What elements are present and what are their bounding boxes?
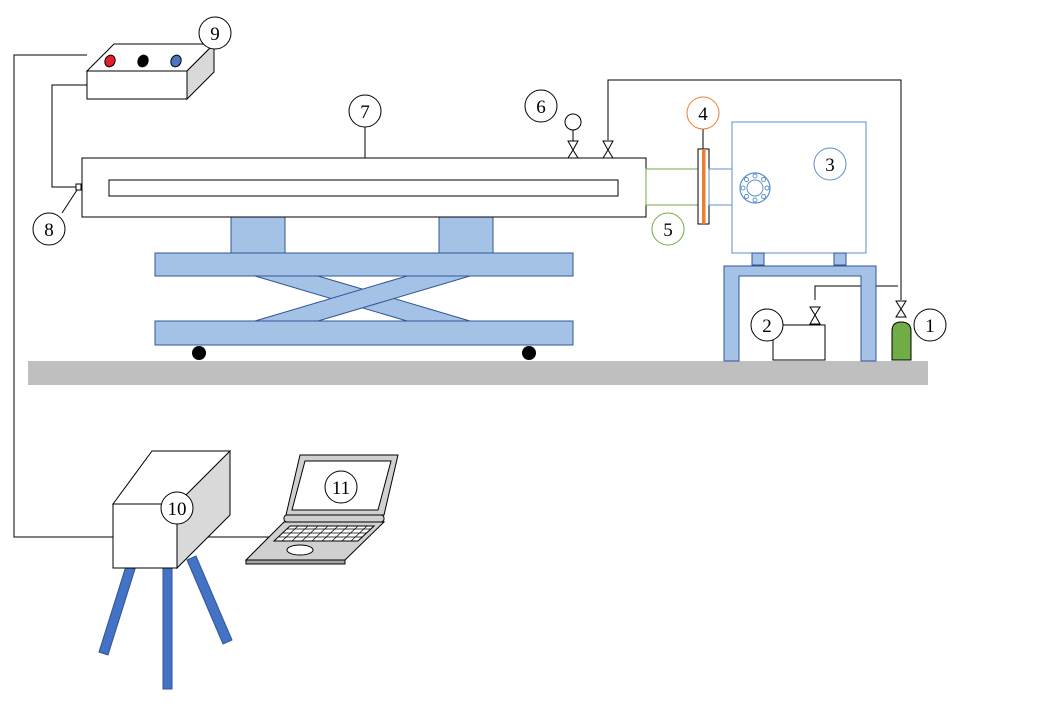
valve-pump xyxy=(809,306,821,325)
callout-6: 6 xyxy=(524,89,558,123)
keyboard-keys xyxy=(279,525,371,542)
diaphragm-membrane xyxy=(702,149,706,224)
pressure-sensor xyxy=(75,183,82,191)
observation-window xyxy=(108,179,619,197)
laptop xyxy=(244,454,399,565)
lift-support-right xyxy=(438,216,494,254)
callout-7: 7 xyxy=(348,94,382,128)
tripod-leg-center xyxy=(162,565,173,690)
lift-support-left xyxy=(230,216,286,254)
laptop-hinge xyxy=(283,514,385,523)
gas-line-pump xyxy=(814,285,898,300)
pressure-gauge-icon xyxy=(564,113,582,131)
callout-1: 1 xyxy=(913,308,947,342)
callout-7-label: 7 xyxy=(360,102,370,123)
ground-floor xyxy=(28,361,928,385)
callout-3: 3 xyxy=(813,147,847,181)
wheel-left xyxy=(192,346,206,360)
valve-vacuum xyxy=(602,140,614,159)
chamber-foot-left xyxy=(751,252,765,266)
callout-8-label: 8 xyxy=(44,220,54,241)
valve-gauge xyxy=(567,140,579,159)
valve-cylinder xyxy=(895,300,907,318)
callout-10: 10 xyxy=(160,491,194,525)
high-speed-camera xyxy=(112,449,231,570)
wire-controller-to-sensor xyxy=(51,84,87,188)
test-chamber xyxy=(731,121,867,254)
chamber-inlet-pipe xyxy=(708,168,733,206)
callout-4-label: 4 xyxy=(698,104,708,125)
callout-2-label: 2 xyxy=(762,316,772,337)
callout-5-label: 5 xyxy=(663,220,673,241)
tripod-leg-right xyxy=(186,555,233,645)
chamber-viewport xyxy=(739,172,771,204)
lift-bottom-plate xyxy=(154,320,574,346)
wire-sensor-to-label-8 xyxy=(61,189,78,214)
chamber-foot-right xyxy=(833,252,847,266)
wire-controller-to-camera xyxy=(13,54,113,538)
connection-section xyxy=(645,168,699,206)
callout-4: 4 xyxy=(686,96,720,149)
tube-valves xyxy=(564,113,614,159)
callout-11-label: 11 xyxy=(332,478,350,499)
callout-5: 5 xyxy=(651,212,685,246)
control-box xyxy=(85,42,216,101)
chamber-stand xyxy=(723,265,877,362)
callout-9-label: 9 xyxy=(210,24,220,45)
callout-8: 8 xyxy=(32,212,66,246)
knob-black xyxy=(137,54,149,68)
gas-line-vacuum xyxy=(607,79,902,300)
wheel-right xyxy=(522,346,536,360)
tripod-leg-left xyxy=(98,565,136,656)
callout-11: 11 xyxy=(324,470,358,504)
callout-1-label: 1 xyxy=(925,316,935,337)
knob-blue xyxy=(170,54,182,68)
laptop-bottom-edge xyxy=(245,559,346,565)
callout-3-label: 3 xyxy=(825,155,835,176)
callout-10-label: 10 xyxy=(168,499,187,520)
lift-top-plate xyxy=(154,252,574,277)
scissor-lift-table xyxy=(154,216,574,346)
tripod xyxy=(98,555,233,690)
laptop-touchpad xyxy=(286,544,314,556)
knob-red xyxy=(104,54,116,68)
gas-cylinder xyxy=(891,321,912,361)
callout-2: 2 xyxy=(750,308,784,342)
callout-6-label: 6 xyxy=(536,97,546,118)
callout-9: 9 xyxy=(198,16,232,50)
